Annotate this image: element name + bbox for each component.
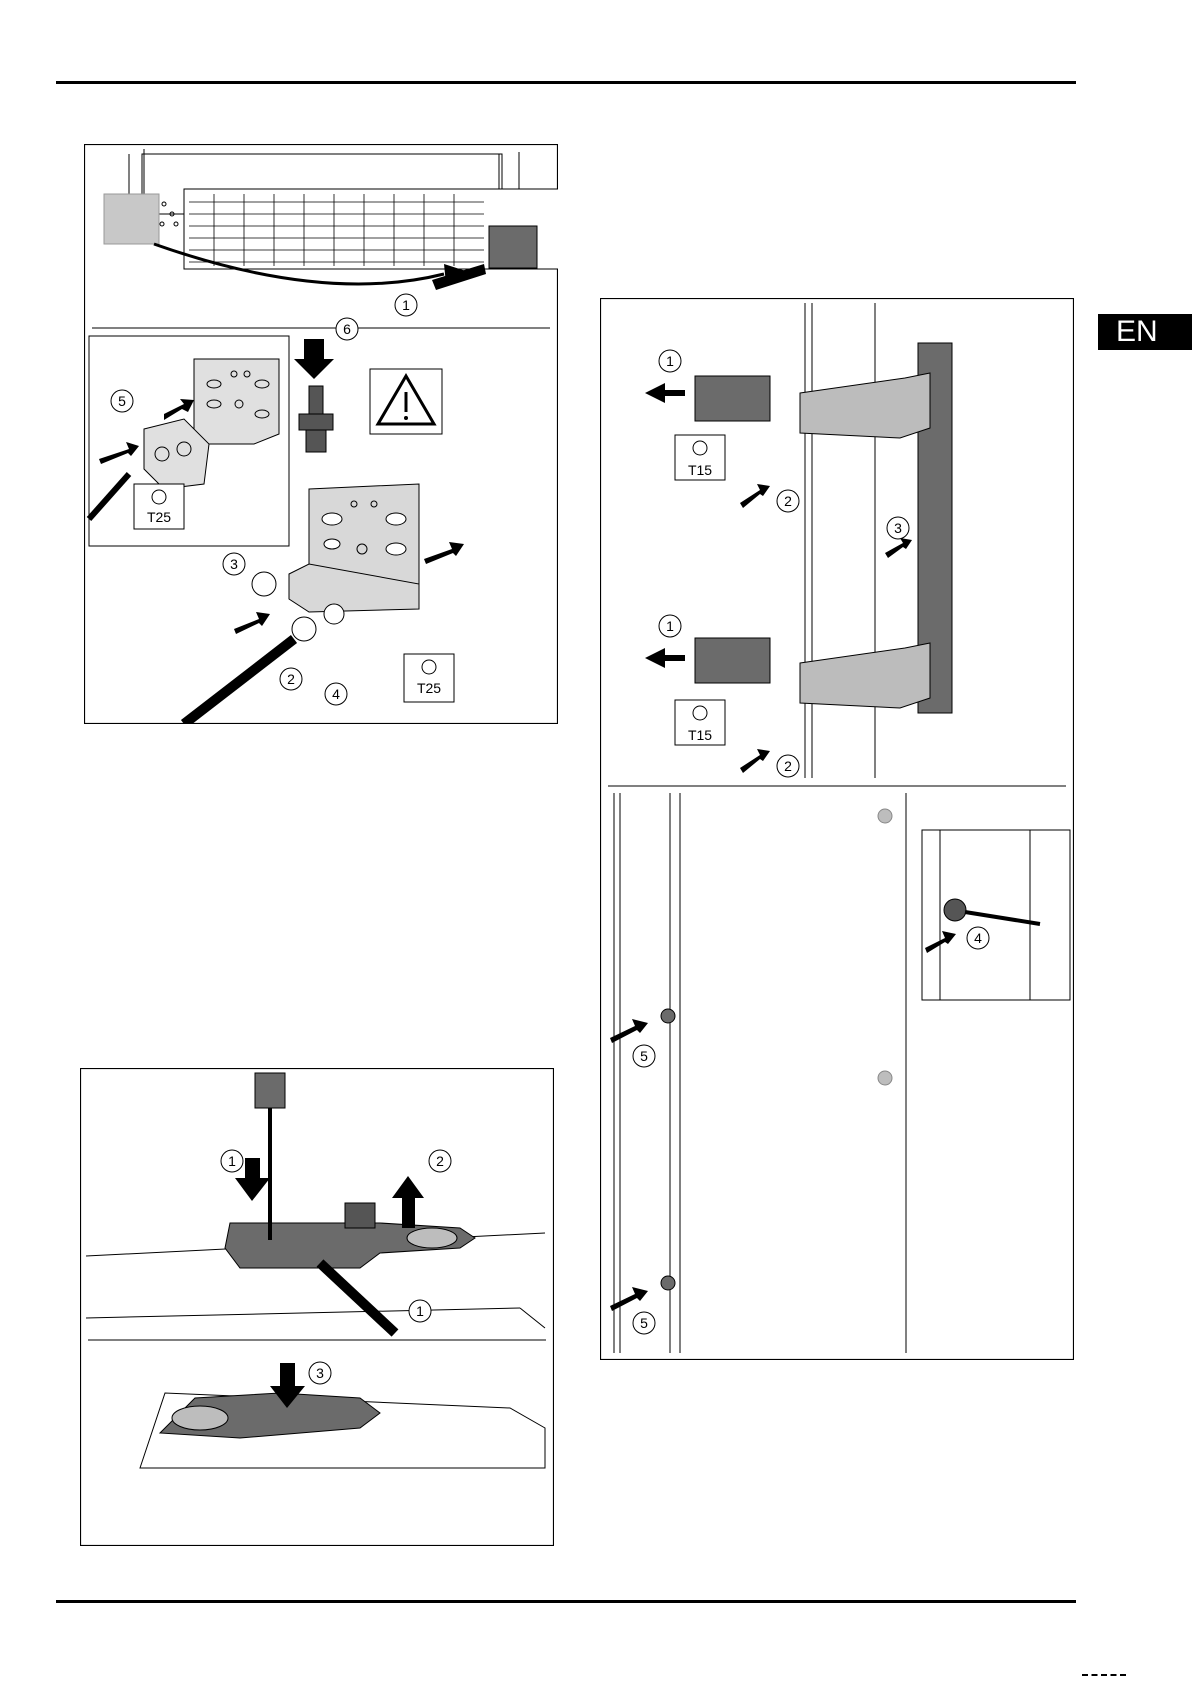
callout-1-lower: 1 (666, 618, 674, 634)
callout-5: 5 (118, 393, 126, 409)
footer-rule (56, 1600, 1076, 1603)
callout-5-lower: 5 (640, 1315, 648, 1331)
callout-1-upper: 1 (666, 353, 674, 369)
callout-1-bottom: 1 (416, 1303, 424, 1319)
tool-label-main: T25 (417, 680, 441, 696)
figure-door-handle: 1 1 T15 T15 2 2 3 4 5 5 (600, 298, 1074, 1360)
figure-top-bracket: 1 2 1 3 (80, 1068, 554, 1546)
callout-1: 1 (402, 297, 410, 313)
callout-4: 4 (974, 930, 982, 946)
callout-3: 3 (316, 1365, 324, 1381)
callout-5-upper: 5 (640, 1048, 648, 1064)
callout-6: 6 (343, 321, 351, 337)
callout-2: 2 (287, 671, 295, 687)
callout-3: 3 (894, 520, 902, 536)
figure-plinth-hinge: 1 5 T25 6 3 2 4 (84, 144, 558, 724)
callout-3: 3 (230, 556, 238, 572)
figure-top-bracket-drawing: 1 2 1 3 (80, 1068, 554, 1546)
cover-cap-upper (695, 376, 770, 421)
callout-2: 2 (436, 1153, 444, 1169)
callout-1-top: 1 (228, 1153, 236, 1169)
hinge-bracket (289, 484, 419, 612)
footer-marks (1082, 1674, 1126, 1679)
header-rule (56, 81, 1076, 84)
callout-2-upper: 2 (784, 493, 792, 509)
language-tab[interactable]: EN (1098, 314, 1192, 350)
tool-label-inset: T25 (147, 509, 171, 525)
callout-2-lower: 2 (784, 758, 792, 774)
cover-cap-lower (695, 638, 770, 683)
figure-plinth-hinge-drawing: 1 5 T25 6 3 2 4 (84, 144, 558, 724)
figure-door-handle-drawing: 1 1 T15 T15 2 2 3 4 5 5 (600, 298, 1074, 1360)
tool-label-lower: T15 (688, 727, 712, 743)
callout-4: 4 (332, 686, 340, 702)
tool-label-upper: T15 (688, 462, 712, 478)
